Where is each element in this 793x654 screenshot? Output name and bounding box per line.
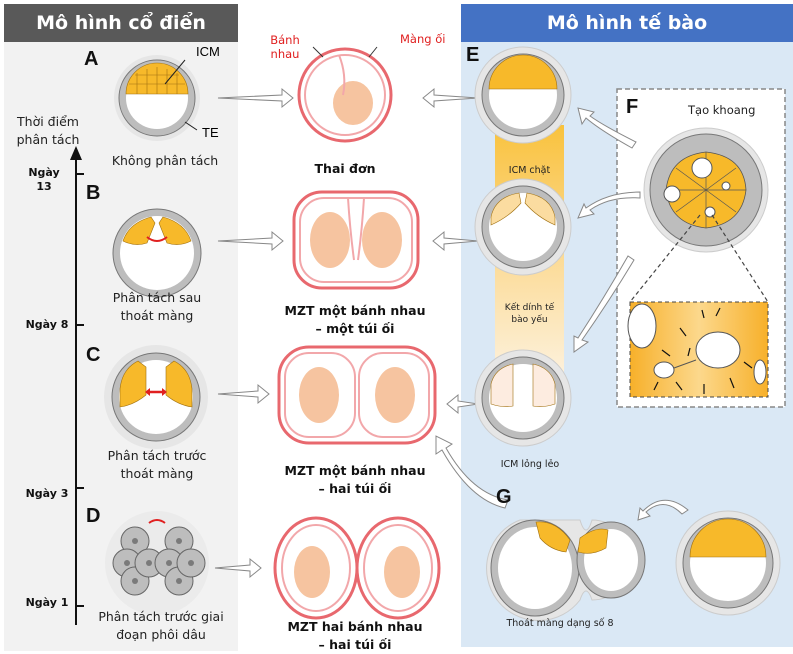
day-1-label: Ngày 1 [25,596,69,609]
cavitating-embryo [643,127,769,253]
day-8-label: Ngày 8 [25,318,69,331]
day-13-line2: 13 [36,180,52,193]
figure-eight-label: Thoát màng dạng số 8 [506,618,614,629]
weak-adhesion-line2: bào yếu [511,315,548,325]
weak-adhesion-label: Kết dính tế bào yếu [495,302,564,326]
placenta-label-line2: nhau [270,47,300,61]
stage-c-letter: C [86,344,101,366]
stage-d-caption: Phân tách trước giai đoạn phôi dâu [86,608,236,644]
outcome-didi-line2: – hai túi ối [318,637,392,652]
timeline-axis [70,146,84,625]
placenta-label-line1: Bánh [270,33,300,47]
stage-a-letter: A [84,48,99,70]
day-13-line1: Ngày [28,166,60,179]
stage-b-letter: B [86,182,101,204]
stage-f-letter: F [626,96,639,118]
arrow-a-icon [217,87,294,109]
weak-adhesion-line1: Kết dính tế [504,303,555,313]
day-3-label: Ngày 3 [25,487,69,500]
arrow-f-e1-icon [577,107,637,149]
classic-model-title: Mô hình cổ điển [4,4,238,42]
arrow-e-icon [422,87,479,109]
blastocyst-e-compact [474,46,572,144]
pressure-arrows-icon [653,307,753,394]
outcome-arrows-left [214,87,294,579]
stage-d-caption-line1: Phân tách trước giai [98,609,224,624]
stage-d-caption-line2: đoạn phôi dâu [116,627,206,642]
arrow-e3-icon [446,393,479,415]
outcome-singleton-label: Thai đơn [314,161,376,176]
stage-e-letter: E [466,44,480,66]
cavitation-label: Tạo khoang [688,103,756,117]
blastocyst-b [112,208,202,298]
compact-icm-label: ICM chặt [508,165,551,176]
arrow-f-e3-icon [573,255,635,353]
blastocyst-pre-hatching [675,510,781,616]
outcome-modi-line1: MZT một bánh nhau [284,463,426,478]
arrow-f-e2-icon [577,191,641,219]
arrow-c-icon [217,383,270,405]
stage-d-letter: D [86,505,101,527]
stage-b-caption: Phân tách sau thoát màng [92,289,222,325]
didi-twins [273,516,441,620]
momo-twins [292,190,420,290]
amnion-label: Màng ối [400,32,446,46]
stage-c-caption-line1: Phân tách trước [107,448,207,463]
arrow-blastocyst-g-icon [637,499,689,521]
stage-c-caption-line2: thoát màng [120,466,194,481]
cavitation-detail [627,301,769,398]
icm-label: ICM [196,44,220,59]
blastocyst-e-loose [474,349,572,447]
outcome-momo-line2: – một túi ối [315,321,395,336]
arrow-g-icon [435,435,509,509]
outcome-didi-line1: MZT hai bánh nhau [287,619,423,634]
morula-d [105,511,209,615]
axis-arrowhead-icon [70,146,82,160]
outcome-arrows-right [422,87,509,509]
stage-c-caption: Phân tách trước thoát màng [92,447,222,483]
stage-a-caption: Không phân tách [111,153,219,168]
blastocyst-c [104,345,208,449]
arrow-d-icon [214,557,262,579]
stage-b-caption-line1: Phân tách sau [112,290,202,305]
axis-label-line1: Thời điểm [17,114,79,129]
stage-b-caption-line2: thoát màng [120,308,194,323]
f-to-e-arrows [573,107,641,353]
singleton-pregnancy [297,46,393,143]
placenta-label: Bánh nhau [265,33,305,61]
cell-model-title: Mô hình tế bào [461,4,793,42]
outcome-didi-label: MZT hai bánh nhau – hai túi ối [270,618,440,654]
blastocyst-e-weak [474,178,572,276]
arrow-b-icon [217,230,284,252]
arrow-e2-icon [432,230,479,252]
outcome-modi-label: MZT một bánh nhau – hai túi ối [270,462,440,498]
stage-g-letter: G [496,486,512,508]
axis-label-line2: phân tách [16,132,80,147]
split-arrow-icon [146,236,168,242]
outcome-modi-line2: – hai túi ối [318,481,392,496]
axis-label: Thời điểm phân tách [14,113,82,149]
modi-twins [277,345,437,445]
day-13-label: Ngày 13 [24,166,64,194]
blastocyst-a [114,55,200,141]
split-arrow-icon [148,519,166,524]
outcome-momo-label: MZT một bánh nhau – một túi ối [270,302,440,338]
zoom-lines [629,214,769,303]
figure-eight-hatching [486,519,646,622]
te-label: TE [202,125,219,140]
outcome-momo-line1: MZT một bánh nhau [284,303,426,318]
loose-icm-label: ICM lỏng lẻo [500,459,560,470]
